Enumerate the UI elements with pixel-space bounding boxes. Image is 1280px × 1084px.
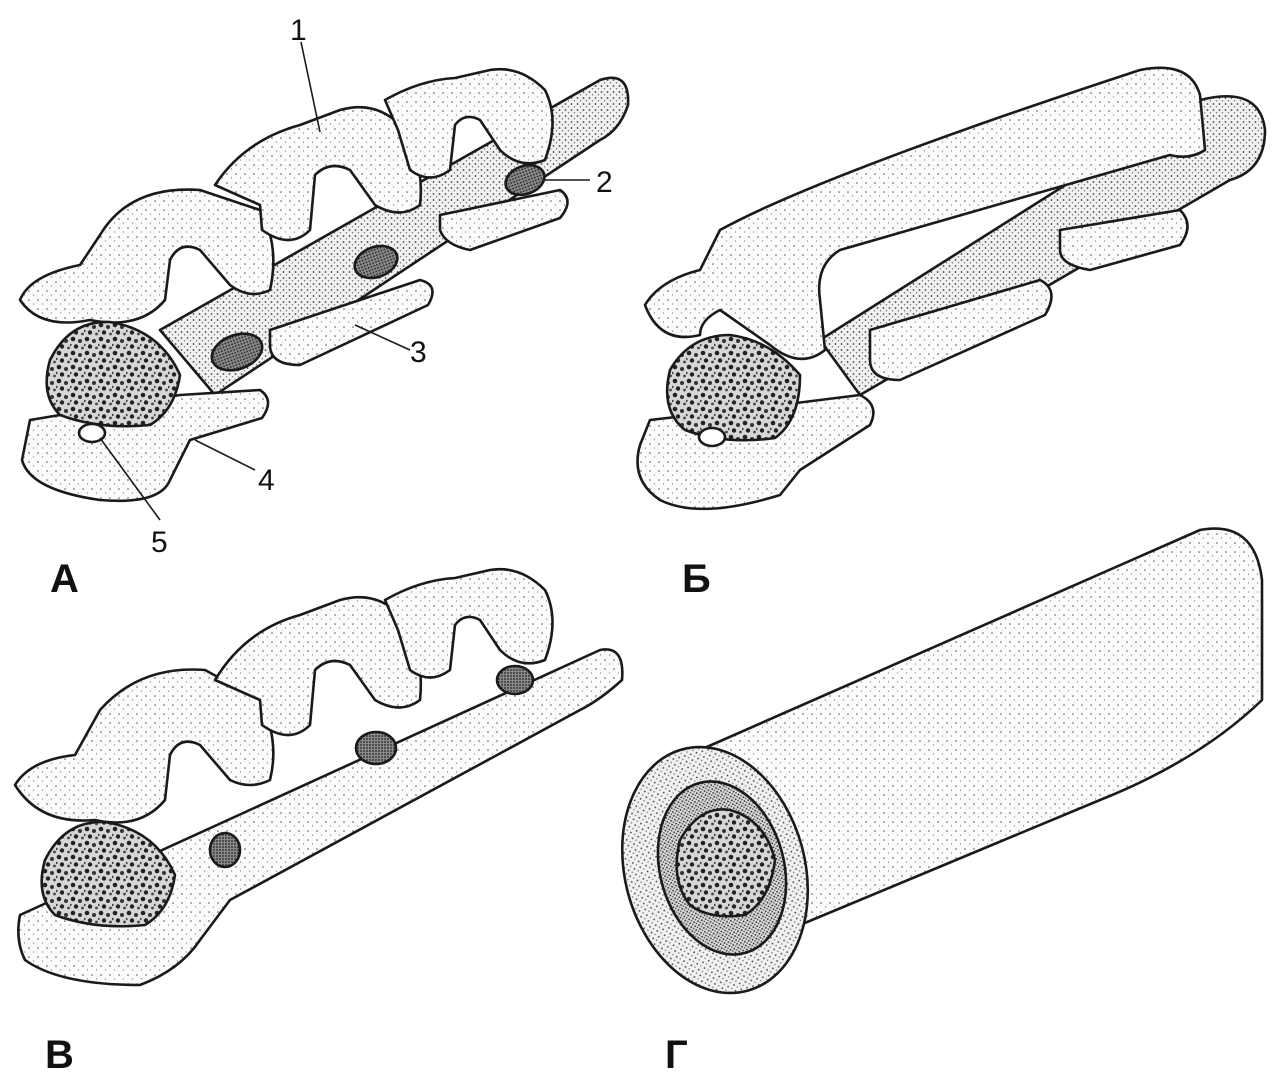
- myelin-sheet-unrolled: [17, 648, 624, 987]
- panel-a-drawing: [18, 41, 630, 521]
- axon-stub: [77, 422, 107, 444]
- panel-label-v: В: [45, 1033, 74, 1077]
- panel-label-g: Г: [665, 1033, 688, 1077]
- axon-cross-section: [40, 820, 177, 928]
- oligodendrocyte-process-middle: [868, 278, 1053, 382]
- panel-label-b: Б: [682, 557, 711, 601]
- callout-1: 1: [290, 14, 307, 47]
- callout-2: 2: [596, 166, 613, 199]
- axon-stub: [697, 426, 727, 448]
- nucleus-2: [353, 244, 399, 280]
- myelin-fold-back: [383, 567, 554, 679]
- callout-5: 5: [151, 526, 168, 559]
- axon-cross-section: [675, 808, 777, 918]
- leader-line-4: [194, 439, 256, 471]
- oligodendrocyte-process-middle: [268, 278, 434, 367]
- callout-3: 3: [410, 336, 427, 369]
- nucleus-1: [210, 332, 264, 372]
- myelin-fold-front: [13, 668, 275, 824]
- panel-b-drawing: [636, 66, 1267, 511]
- nucleus-3: [504, 163, 546, 197]
- axon-cross-section: [45, 320, 182, 428]
- panel-g-drawing: [620, 527, 1264, 995]
- leader-line-5: [99, 437, 161, 521]
- leader-line-1: [300, 41, 321, 133]
- nucleus-1: [208, 831, 242, 869]
- myelinated-fiber-tube: [698, 527, 1264, 927]
- callout-4: 4: [258, 464, 275, 497]
- leader-line-3: [354, 324, 411, 351]
- oligodendrocyte-process-back: [438, 188, 569, 252]
- nucleus-3: [495, 664, 535, 696]
- oligodendrocyte-process-back: [1058, 208, 1189, 272]
- nucleus-2: [354, 730, 398, 766]
- axon-cross-section: [665, 333, 802, 442]
- panel-v-drawing: [13, 567, 624, 987]
- myelin-fold-back: [383, 67, 554, 179]
- myelin-fold-middle: [213, 105, 423, 242]
- myelin-fold-middle: [213, 595, 423, 737]
- panel-label-a: А: [50, 557, 79, 601]
- myelin-sheet: [643, 66, 1207, 361]
